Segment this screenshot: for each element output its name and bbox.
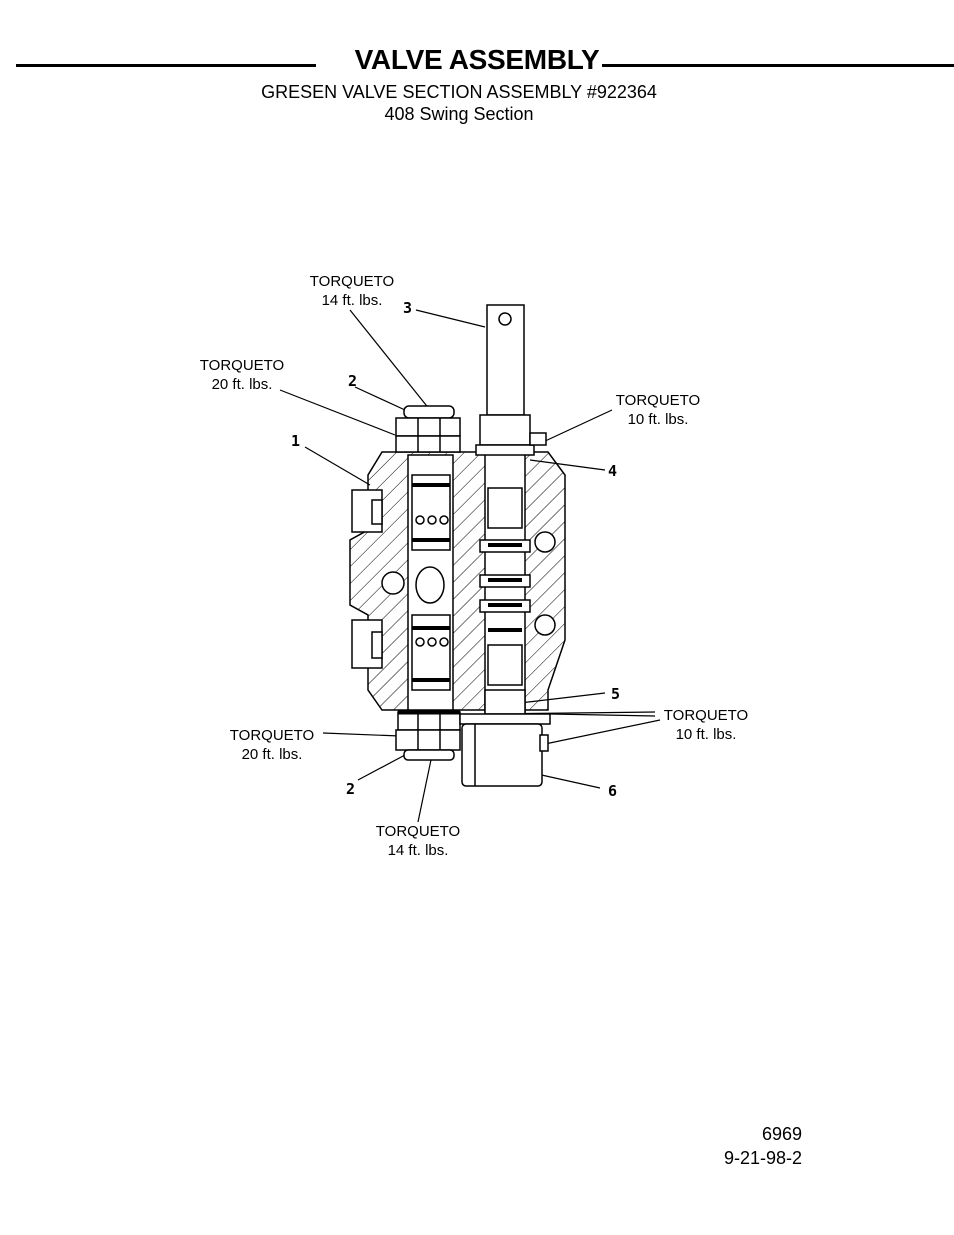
drawing-number: 6969 <box>761 1124 802 1144</box>
page-title: VALVE ASSEMBLY <box>351 44 603 75</box>
torque-label-top-plug: TORQUETO 20 ft. lbs. <box>199 357 285 393</box>
spool-end-cap <box>461 723 543 787</box>
top-nut <box>403 405 455 419</box>
subtitle-section: 408 Swing Section <box>384 104 534 124</box>
torque-label-bottom-nut: TORQUETO 14 ft. lbs. <box>375 823 461 859</box>
torque-label-bottom-plug: TORQUETO 20 ft. lbs. <box>229 727 315 763</box>
bottom-nut <box>397 711 461 731</box>
item-number-1: 1 <box>291 432 301 450</box>
item-number-3: 3 <box>403 299 413 317</box>
torque-label-top-nut: TORQUETO 14 ft. lbs. <box>309 273 395 309</box>
torque-label-bottom-right: TORQUETO 10 ft. lbs. <box>663 707 749 743</box>
subtitle-assembly: GRESEN VALVE SECTION ASSEMBLY #922364 <box>261 82 657 102</box>
item-number-2-top: 2 <box>348 372 358 390</box>
spool-cap-seal <box>484 689 526 715</box>
item-number-4: 4 <box>608 462 618 480</box>
item-number-2-bottom: 2 <box>346 780 356 798</box>
item-number-6: 6 <box>608 782 618 800</box>
item-number-5: 5 <box>611 685 621 703</box>
header-rule-right <box>588 64 954 67</box>
torque-label-top-right: TORQUETO 10 ft. lbs. <box>615 392 701 428</box>
header-rule-left <box>16 64 316 67</box>
date-code: 9-21-98-2 <box>723 1148 802 1168</box>
